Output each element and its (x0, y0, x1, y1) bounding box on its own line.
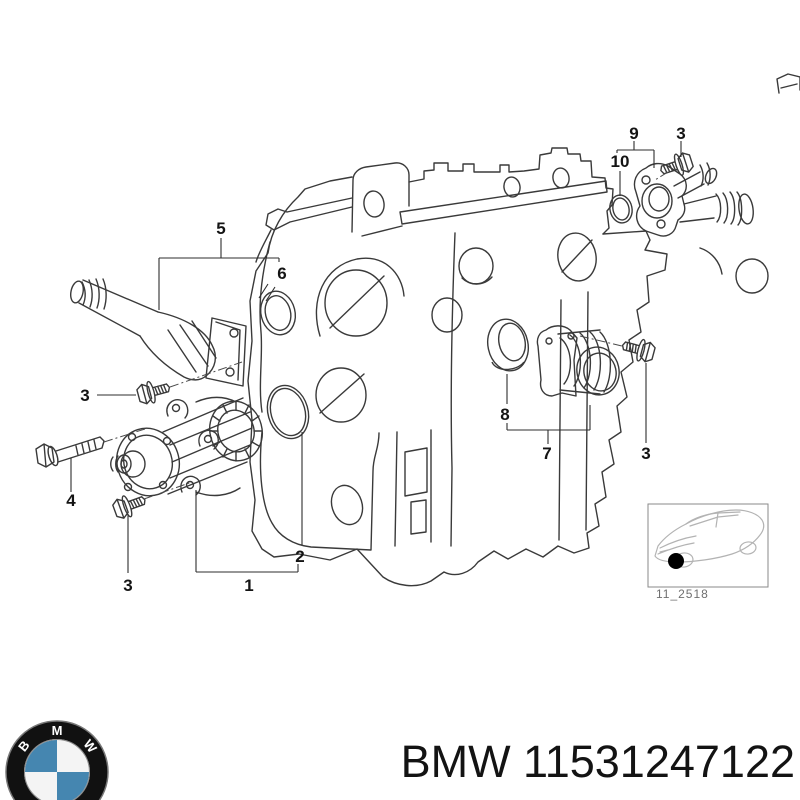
callout-6: 6 (277, 264, 286, 283)
bmw-quadrant-blue-tl (25, 740, 57, 772)
callout-9: 9 (629, 124, 638, 143)
callout-3-bottom-left: 3 (123, 576, 132, 595)
callout-labels: 5 6 3 4 3 1 2 9 10 3 8 7 3 (66, 124, 685, 595)
block-outline (247, 176, 668, 587)
callout-2: 2 (295, 547, 304, 566)
bolt-3-bottom-left (110, 488, 150, 522)
thumbnail-caption: 11_2518 (656, 587, 709, 601)
bolt-3-mid-right (619, 334, 658, 365)
bolt-axis-lines (103, 171, 669, 500)
location-dot (668, 553, 684, 569)
seal-6-drawing (259, 290, 297, 336)
callout-4: 4 (66, 491, 76, 510)
callout-5: 5 (216, 219, 225, 238)
cover-7-drawing (536, 325, 620, 397)
leader-lines (70, 141, 682, 573)
bolt-4-long (35, 436, 105, 468)
inner-gasket-contour (259, 431, 380, 551)
callout-1: 1 (244, 576, 253, 595)
callout-7: 7 (542, 444, 551, 463)
engine-block-drawing (247, 73, 800, 587)
bmw-quadrant-blue-br (57, 772, 89, 800)
bmw-quadrant-white-bl (25, 772, 57, 800)
callout-10: 10 (611, 152, 630, 171)
part-number-text: BMW 11531247122 (401, 736, 795, 787)
seal-10-drawing (609, 194, 633, 224)
callout-3-mid-right: 3 (641, 444, 650, 463)
bracket-arm (255, 197, 353, 263)
callout-3-top-right: 3 (676, 124, 685, 143)
bmw-quadrant-white-tr (57, 740, 89, 772)
bolt-3-top-right (656, 149, 696, 182)
bmw-logo-letter-m: M (52, 723, 63, 738)
vehicle-thumbnail: 11_2518 (647, 503, 769, 601)
callout-3-top-left: 3 (80, 386, 89, 405)
water-pump-drawing (110, 396, 263, 497)
callout-8: 8 (500, 405, 509, 424)
thumbnail-frame (647, 503, 769, 588)
bmw-logo-inner-ring (24, 739, 90, 800)
bolt-3-top-left (134, 376, 173, 407)
head-gasket-rail (361, 180, 608, 237)
oring-drawing (266, 384, 310, 440)
seal-8-drawing (487, 318, 529, 372)
timing-cover-tab (351, 162, 410, 233)
thermostat-housing-drawing (633, 162, 754, 237)
cylinder-head-outline (408, 147, 614, 235)
bmw-logo: B M W (5, 720, 109, 800)
